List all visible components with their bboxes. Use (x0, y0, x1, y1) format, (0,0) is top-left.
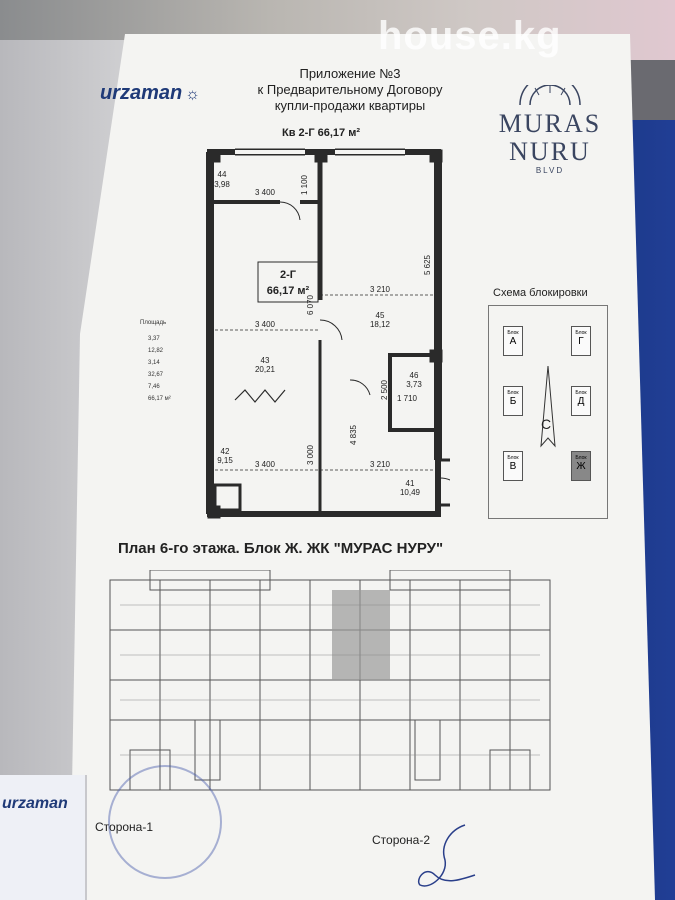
dimension: 5 625 (423, 254, 432, 275)
brand-line-2: NURU (509, 137, 591, 166)
document-header: Приложение №3 к Предварительному Договор… (240, 66, 460, 114)
table-cell: 32,67 (148, 372, 164, 378)
dimension: 3 400 (255, 188, 276, 197)
room-num: 45 (376, 311, 385, 320)
company-stamp (108, 765, 222, 879)
table-cell: 3,14 (148, 360, 160, 366)
apartment-plan: 2-Г 66,17 м² 44 3,98 45 18,12 43 20,21 4… (206, 148, 450, 519)
north-arrow-icon (540, 366, 556, 448)
sunrise-icon (519, 74, 581, 106)
floor-caption: План 6-го этажа. Блок Ж. ЖК "МУРАС НУРУ" (118, 540, 444, 557)
brand-line-1: MURAS (498, 109, 602, 138)
dimension: 6 070 (306, 294, 315, 315)
room-num: 44 (218, 170, 227, 179)
room-area: 10,49 (400, 488, 421, 497)
dimension: 1 710 (397, 394, 418, 403)
room-num: 42 (221, 447, 230, 456)
dimension: 3 000 (306, 444, 315, 465)
dimension: 3 210 (370, 460, 391, 469)
watermark: house.kg (378, 14, 562, 58)
floor-plan (109, 570, 551, 791)
underlying-document: urzaman (0, 775, 87, 900)
dimension: 4 835 (349, 424, 358, 445)
room-num: 46 (410, 371, 419, 380)
area-table: Площадь 3,37 12,82 3,14 32,67 7,46 66,17… (90, 316, 178, 406)
dimension: 3 210 (370, 285, 391, 294)
room-area: 9,15 (217, 456, 233, 465)
room-area: 3,73 (406, 380, 422, 389)
party-1-label: Сторона-1 (95, 820, 154, 834)
developer-logo: urzaman☼ (100, 82, 200, 104)
apartment-label-code: 2-Г (280, 269, 297, 281)
header-line-3: купли-продажи квартиры (274, 98, 426, 113)
apartment-code: Кв 2-Г 66,17 м² (282, 127, 360, 139)
dimension: 1 100 (300, 174, 309, 195)
table-cell: 12,82 (148, 348, 164, 354)
room-area: 3,98 (214, 180, 230, 189)
header-line-1: Приложение №3 (299, 66, 401, 81)
table-cell: 7,46 (148, 384, 160, 390)
center-label: С (541, 416, 552, 432)
room-area: 18,12 (370, 320, 391, 329)
brand-line-3: BLVD (535, 166, 565, 175)
dimension: 3 400 (255, 460, 276, 469)
room-num: 41 (406, 479, 415, 488)
room-area: 20,21 (255, 365, 276, 374)
brand-logo: MURAS NURU BLVD (495, 74, 605, 175)
party-2-label: Сторона-2 (372, 833, 431, 847)
dimension: 3 400 (255, 320, 276, 329)
apartment-label-area: 66,17 м² (267, 285, 310, 297)
room-num: 43 (261, 356, 270, 365)
developer-logo-small: urzaman (2, 795, 68, 812)
signature (418, 824, 476, 887)
scheme-title: Схема блокировки (493, 287, 588, 299)
dimension: 2 500 (380, 379, 389, 400)
highlighted-apartment (332, 590, 390, 680)
table-cell: 3,37 (148, 336, 160, 342)
table-cell: 66,17 м² (148, 396, 171, 402)
table-header: Площадь (140, 320, 167, 326)
header-line-2: к Предварительному Договору (257, 82, 443, 97)
